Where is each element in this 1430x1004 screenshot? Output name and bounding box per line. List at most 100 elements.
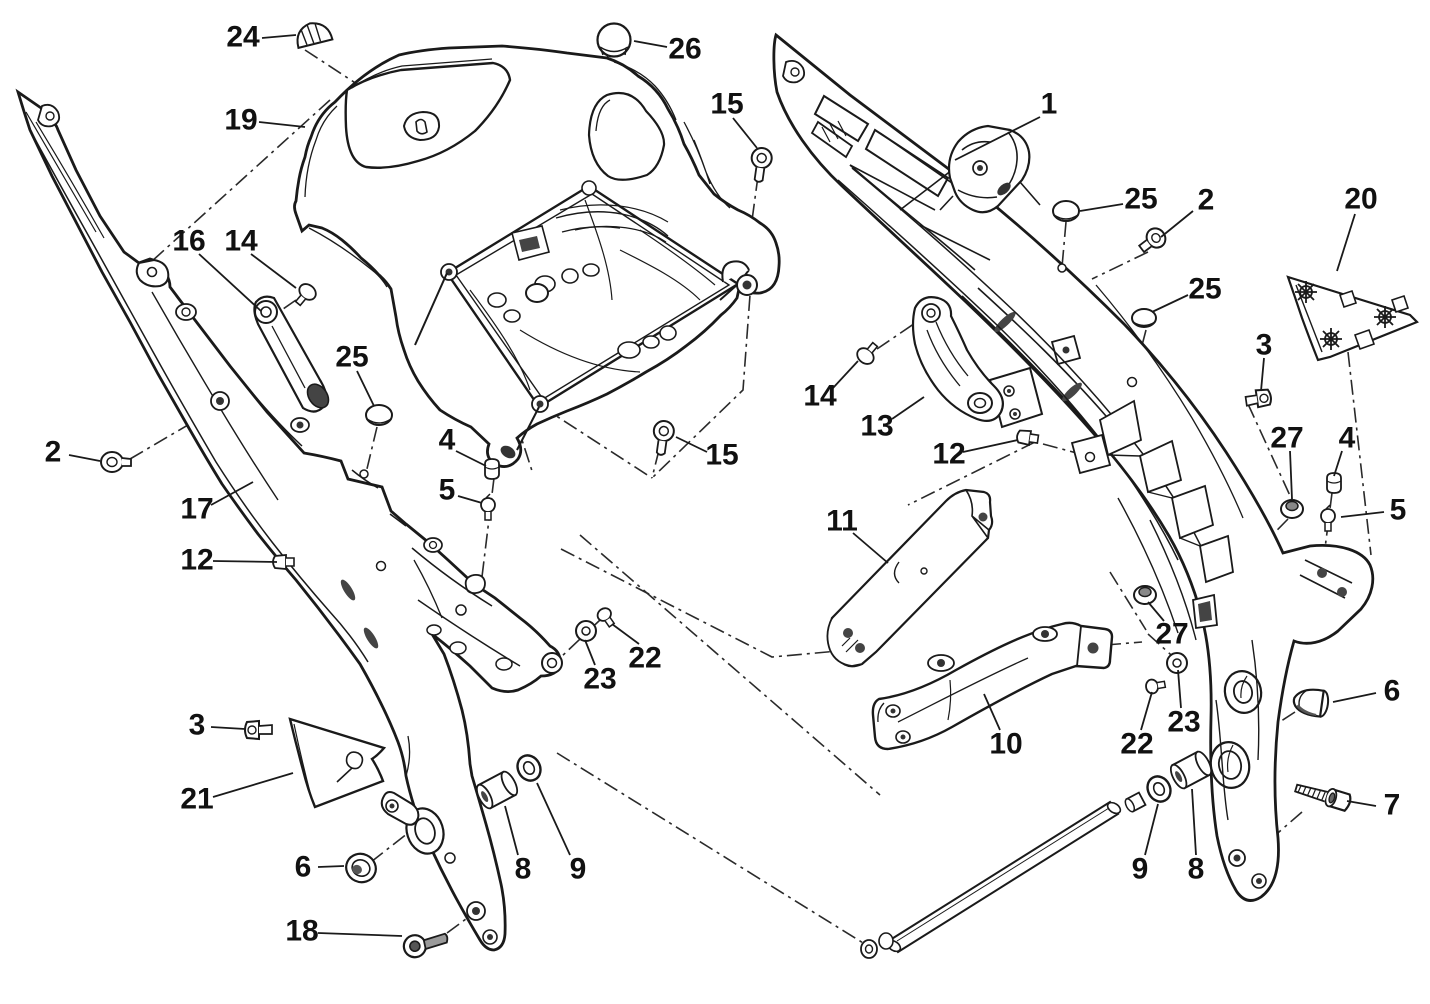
bushing-8-icon	[475, 770, 519, 810]
leader-line-15	[675, 436, 708, 453]
callout-26: 26	[668, 33, 701, 66]
callout-6: 6	[1384, 675, 1401, 708]
callout-13: 13	[860, 410, 893, 443]
screw-15-icon	[750, 147, 773, 183]
leader-line-17	[210, 481, 254, 506]
screw-22-icon	[1145, 678, 1167, 695]
callout-14: 14	[224, 225, 258, 258]
callout-15: 15	[710, 88, 743, 121]
hardware-small-parts	[100, 22, 1352, 959]
leader-line-12	[962, 439, 1019, 453]
callout-9: 9	[1132, 853, 1149, 886]
bolt-7-icon	[1294, 783, 1352, 812]
leader-line-7	[1346, 800, 1377, 807]
leader-line-2	[68, 454, 101, 462]
callout-9: 9	[570, 853, 587, 886]
leader-line-19	[258, 121, 306, 128]
part-17-left-rail	[15, 88, 563, 952]
grommet-27-icon	[1280, 499, 1304, 519]
star-screw-icon	[1320, 328, 1342, 350]
callout-3: 3	[189, 709, 206, 742]
leader-line-2	[1160, 210, 1194, 238]
cap-25-icon	[1131, 308, 1157, 328]
leader-line-27	[1147, 601, 1165, 622]
callout-20: 20	[1344, 183, 1377, 216]
callout-19: 19	[224, 104, 257, 137]
leader-line-18	[317, 932, 403, 937]
leader-line-27	[1289, 450, 1293, 500]
callout-11: 11	[826, 505, 858, 538]
leader-line-5	[457, 495, 483, 504]
part-20-reflector-bracket	[1286, 275, 1419, 362]
leader-line-26	[633, 40, 668, 48]
leader-line-8	[504, 805, 519, 856]
callout-22: 22	[628, 642, 661, 675]
callout-3: 3	[1256, 329, 1273, 362]
callout-23: 23	[583, 663, 616, 696]
star-screw-icon	[1295, 281, 1317, 303]
bolt-5-icon	[480, 493, 496, 521]
leader-line-9	[536, 782, 571, 856]
callout-27: 27	[1155, 618, 1188, 651]
leader-line-11	[852, 532, 889, 564]
callout-5: 5	[1390, 494, 1407, 527]
leader-line-23	[1177, 669, 1182, 709]
part-19-seat-tray	[293, 44, 781, 468]
callout-18: 18	[285, 915, 318, 948]
leader-line-16	[198, 253, 262, 312]
leader-line-24	[261, 34, 297, 39]
screw-2-icon	[100, 451, 132, 473]
part-13-bracket	[911, 296, 1004, 422]
callout-6: 6	[295, 851, 312, 884]
callout-10: 10	[989, 728, 1022, 761]
leader-line-20	[1336, 213, 1356, 272]
cap-25-icon	[1052, 200, 1080, 222]
callout-22: 22	[1120, 728, 1153, 761]
nut-4-icon	[1326, 472, 1342, 494]
seal-9-icon	[516, 754, 542, 782]
screw-12-icon	[1016, 429, 1040, 447]
screw-22-icon	[596, 607, 616, 628]
leader-line-14	[250, 253, 297, 289]
leader-line-4	[1333, 450, 1343, 477]
leader-line-10	[983, 693, 1001, 731]
leader-line-22	[611, 623, 640, 645]
leader-line-12	[212, 560, 278, 563]
callout-24: 24	[226, 21, 260, 54]
callout-7: 7	[1384, 789, 1401, 822]
leader-line-4	[455, 450, 487, 467]
screw-12-icon	[272, 554, 295, 570]
leader-line-5	[1340, 511, 1385, 518]
leader-line-23	[584, 639, 596, 666]
leader-line-6	[1332, 692, 1377, 703]
screw-3-icon	[244, 719, 273, 741]
leader-line-14	[832, 360, 859, 389]
leader-line-13	[891, 396, 925, 420]
leader-line-25	[1151, 294, 1189, 313]
screw-15-icon	[652, 420, 675, 456]
callout-2: 2	[45, 436, 62, 469]
bolt-18-icon	[402, 932, 449, 959]
cap-25-icon	[365, 404, 393, 426]
leader-line-3	[1260, 357, 1265, 392]
callout-5: 5	[439, 474, 456, 507]
plug-6-icon	[345, 852, 377, 884]
leader-line-1	[954, 116, 1041, 161]
callout-21: 21	[180, 783, 213, 816]
screw-3-icon	[1244, 388, 1272, 409]
leader-line-21	[212, 772, 294, 798]
part-11-brace-arm	[826, 488, 994, 668]
tie-rod	[860, 800, 1122, 959]
bushing-8-icon	[1169, 750, 1213, 790]
callout-12: 12	[932, 438, 965, 471]
leader-line-9	[1144, 803, 1159, 856]
screw-2-icon	[1137, 227, 1167, 254]
callout-23: 23	[1167, 706, 1200, 739]
part-16-strap-link	[253, 295, 330, 413]
cap-24-icon	[296, 22, 334, 50]
leader-line-25	[356, 370, 375, 407]
seal-9-icon	[1146, 775, 1172, 803]
